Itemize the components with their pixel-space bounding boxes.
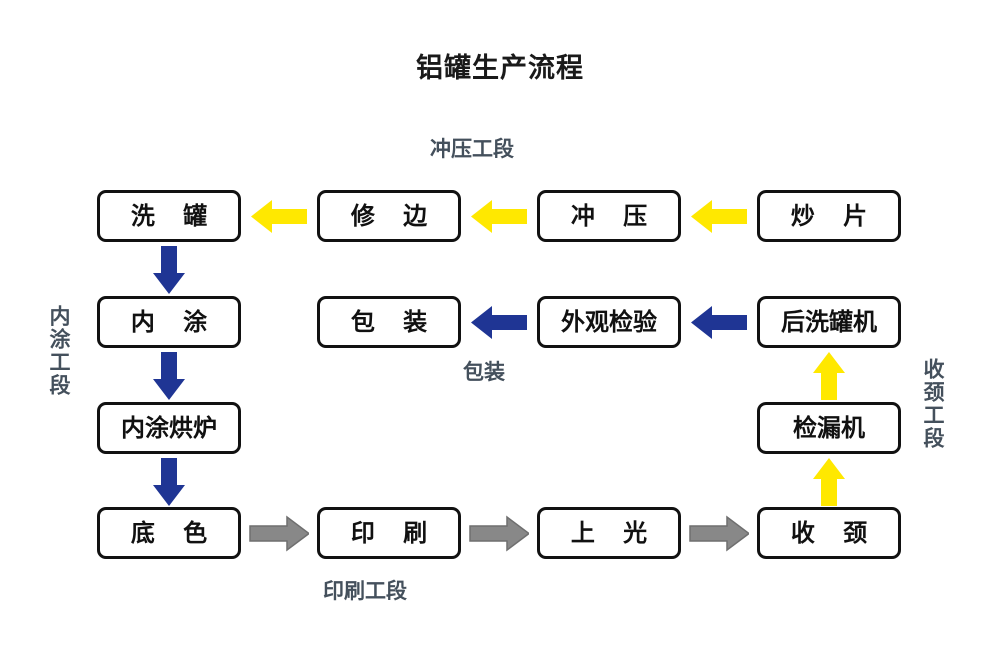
section-label-necking: 收颈工段 — [921, 358, 946, 450]
arrow-trim-to-wash-icon — [251, 198, 307, 235]
arrow-cup-to-stamp-icon — [691, 198, 747, 235]
node-necking[interactable]: 收 颈 — [757, 507, 901, 559]
node-inner-coating[interactable]: 内 涂 — [97, 296, 241, 348]
node-visual-inspection[interactable]: 外观检验 — [537, 296, 681, 348]
node-cupping[interactable]: 炒 片 — [757, 190, 901, 242]
node-packing[interactable]: 包 装 — [317, 296, 461, 348]
node-varnish[interactable]: 上 光 — [537, 507, 681, 559]
node-base-color[interactable]: 底 色 — [97, 507, 241, 559]
arrow-innercoat-to-oven-icon — [150, 352, 188, 400]
node-stamping[interactable]: 冲 压 — [537, 190, 681, 242]
arrow-oven-to-basecolor-icon — [150, 458, 188, 506]
arrow-basecolor-to-print-icon — [249, 515, 309, 552]
section-label-printing: 印刷工段 — [323, 579, 407, 603]
arrow-inspect-to-pack-icon — [471, 304, 527, 341]
arrow-stamp-to-trim-icon — [471, 198, 527, 235]
arrow-print-to-varnish-icon — [469, 515, 529, 552]
arrow-leak-to-postwash-icon — [810, 352, 848, 400]
node-trim-edge[interactable]: 修 边 — [317, 190, 461, 242]
node-leak-detector[interactable]: 检漏机 — [757, 402, 901, 454]
arrow-postwash-to-inspect-icon — [691, 304, 747, 341]
section-label-inner-coating: 内涂工段 — [47, 305, 72, 397]
section-label-stamping: 冲压工段 — [430, 137, 514, 161]
node-post-washer[interactable]: 后洗罐机 — [757, 296, 901, 348]
section-label-packaging: 包装 — [463, 360, 505, 384]
arrow-necking-to-leak-icon — [810, 458, 848, 506]
arrow-wash-to-innercoat-icon — [150, 246, 188, 294]
arrow-varnish-to-necking-icon — [689, 515, 749, 552]
page-title: 铝罐生产流程 — [416, 53, 584, 84]
node-wash-can[interactable]: 洗 罐 — [97, 190, 241, 242]
node-printing[interactable]: 印 刷 — [317, 507, 461, 559]
node-inner-coating-oven[interactable]: 内涂烘炉 — [97, 402, 241, 454]
